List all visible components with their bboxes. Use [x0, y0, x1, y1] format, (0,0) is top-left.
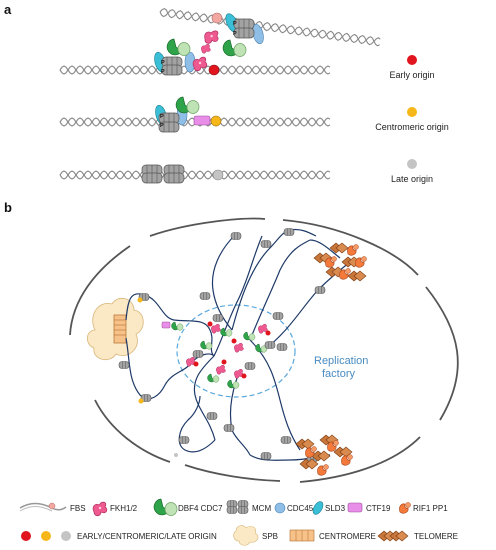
panel-a-label: a — [4, 2, 12, 17]
legend-dbf4-cdc7: DBF4 CDC7 — [153, 498, 223, 516]
legend-centromere-label: CENTROMERE — [319, 532, 376, 541]
legend-telomere-label: TELOMERE — [414, 532, 458, 541]
legend-ctf19-label: CTF19 — [366, 504, 391, 513]
legend-telomere: TELOMERE — [377, 530, 458, 542]
factory-label-line1: Replication — [314, 355, 368, 367]
legend-sld3: SLD3 — [312, 501, 346, 515]
legend-origins-label: EARLY/CENTROMERIC/LATE ORIGIN — [77, 532, 217, 541]
legend-mcm-label: MCM — [252, 504, 271, 513]
nuclear-envelope — [69, 217, 459, 483]
late-origin-label: Late origin — [391, 174, 433, 184]
phospho-mark: P — [161, 60, 165, 66]
origin-legend: Early origin Centromeric origin Late ori… — [375, 55, 449, 184]
replication-factory — [176, 304, 296, 398]
legend-cdc45: CDC45 — [274, 502, 314, 514]
legend-fbs: FBS — [19, 502, 86, 513]
complex-strand-1: P P — [202, 12, 264, 57]
legend: FBS FKH1/2 DBF4 CDC7 MCM CDC45 SLD3 CTF1… — [19, 498, 458, 546]
legend-centromere: CENTROMERE — [289, 529, 376, 542]
phospho-mark: P — [233, 21, 237, 27]
factory-complexes — [137, 297, 288, 457]
phospho-mark: P — [160, 123, 164, 129]
complex-strand-4 — [141, 164, 224, 184]
legend-sld3-label: SLD3 — [325, 504, 346, 513]
late-origin-swatch — [407, 159, 417, 169]
late-origin-dot — [212, 169, 224, 181]
early-origin-swatch — [407, 55, 417, 65]
legend-ctf19: CTF19 — [347, 502, 391, 513]
phospho-mark: P — [233, 31, 237, 37]
centromeric-origin-label: Centromeric origin — [375, 122, 449, 132]
legend-fbs-label: FBS — [70, 504, 86, 513]
legend-mcm: MCM — [226, 500, 271, 514]
factory-label-line2: factory — [322, 368, 356, 380]
dna-strand-4 — [59, 170, 331, 180]
phospho-mark: P — [161, 69, 165, 75]
legend-rif1-pp1: RIF1 PP1 — [399, 502, 448, 514]
phospho-mark: P — [160, 114, 164, 120]
legend-origins: EARLY/CENTROMERIC/LATE ORIGIN — [21, 531, 217, 541]
legend-fkh-label: FKH1/2 — [110, 504, 138, 513]
telomere-cluster-bottom — [295, 434, 353, 476]
centromeric-origin-swatch — [407, 107, 417, 117]
legend-rif1-label: RIF1 PP1 — [413, 504, 448, 513]
legend-spb: SPB — [233, 525, 278, 546]
panel-b-label: b — [4, 200, 12, 215]
telomere-cluster-top — [313, 242, 367, 282]
legend-spb-label: SPB — [262, 532, 278, 541]
complex-strand-3: P P — [155, 96, 222, 133]
dna-strand-1 — [159, 7, 381, 47]
centromere — [113, 314, 127, 344]
early-origin-dot — [208, 64, 220, 76]
legend-dbf4-label: DBF4 CDC7 — [178, 504, 223, 513]
centromeric-origin-dot — [210, 115, 222, 127]
ctf19-block — [193, 115, 211, 126]
legend-cdc45-label: CDC45 — [287, 504, 314, 513]
complex-strand-2: P P — [154, 38, 220, 76]
early-origin-label: Early origin — [389, 70, 434, 80]
legend-fkh: FKH1/2 — [92, 501, 138, 517]
